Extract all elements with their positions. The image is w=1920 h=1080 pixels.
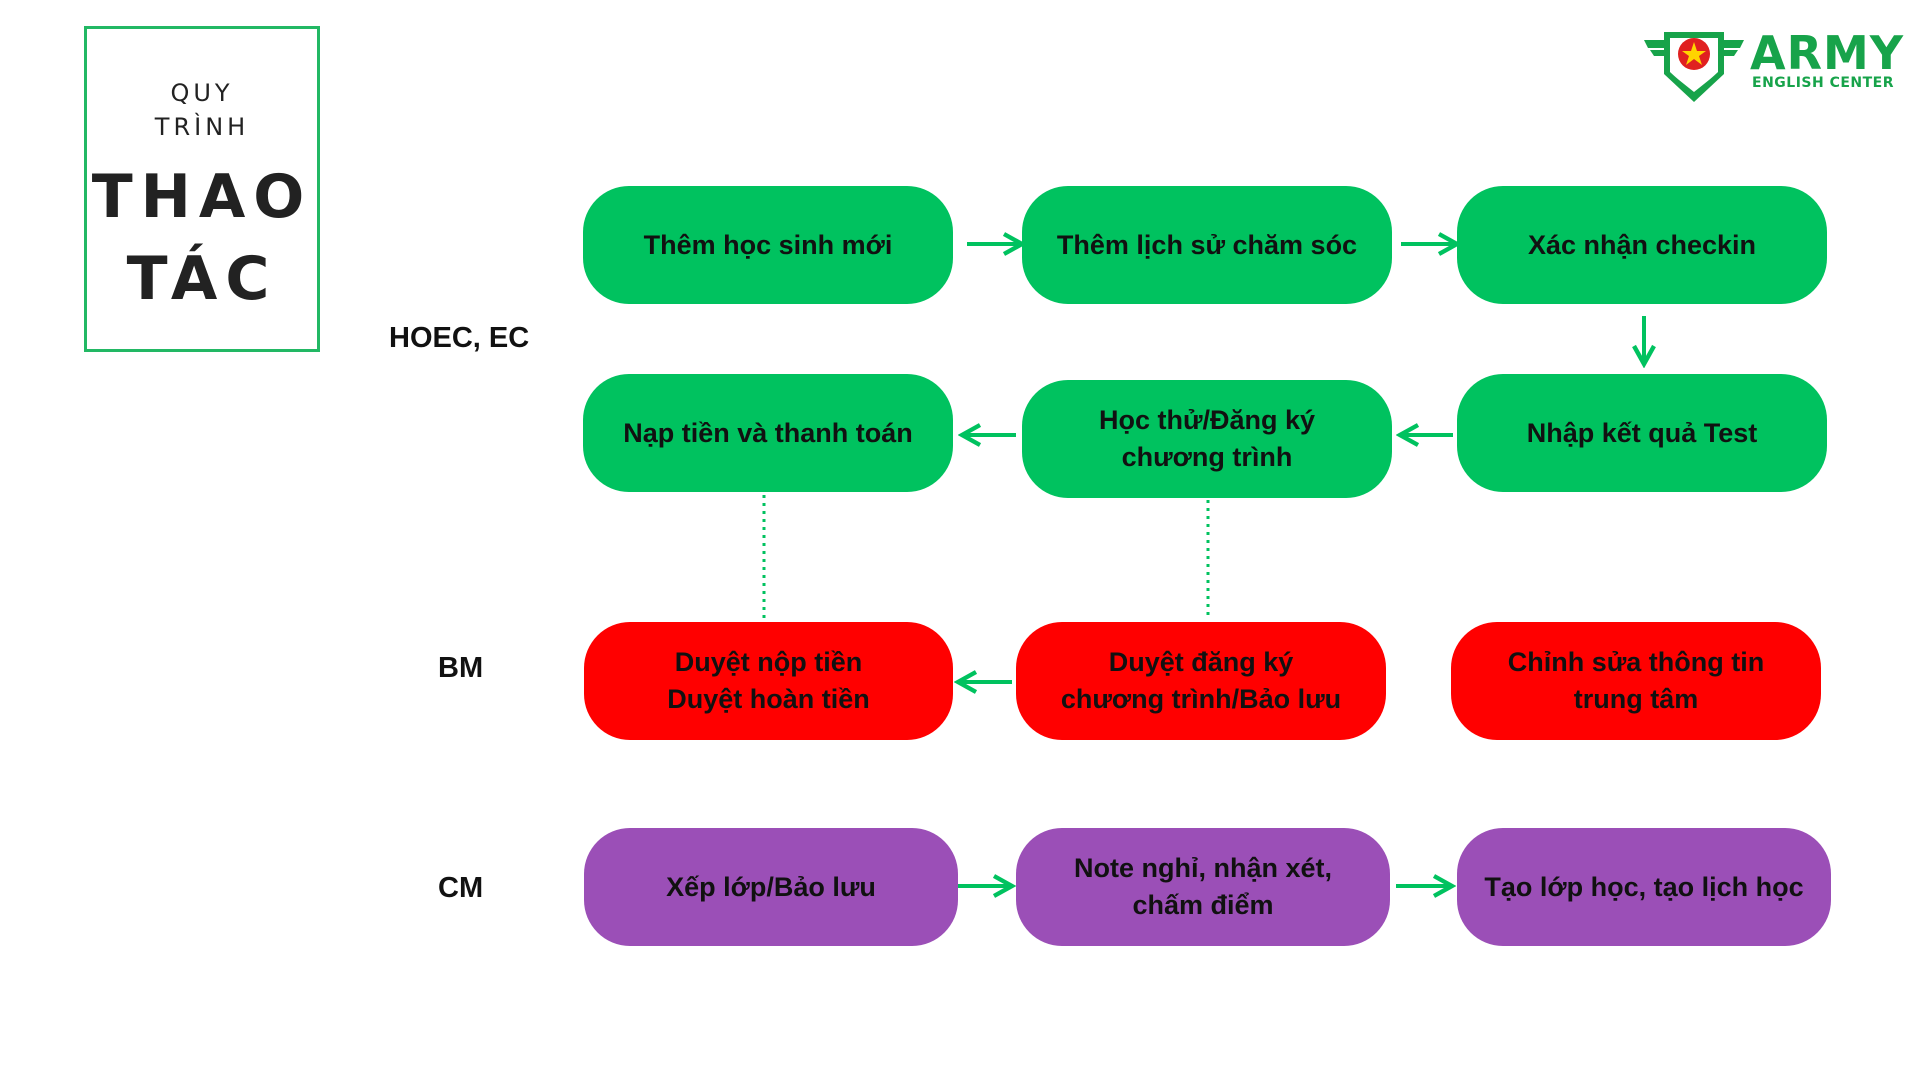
node-them-lich-su-cham-soc[interactable]: Thêm lịch sử chăm sóc [1022, 186, 1392, 304]
logo-subtitle: ENGLISH CENTER [1752, 75, 1895, 91]
node-duyet-dang-ky[interactable]: Duyệt đăng ký chương trình/Bảo lưu [1016, 622, 1386, 740]
node-duyet-nop-tien[interactable]: Duyệt nộp tiền Duyệt hoàn tiền [584, 622, 953, 740]
node-them-hoc-sinh-moi[interactable]: Thêm học sinh mới [583, 186, 953, 304]
node-xac-nhan-checkin[interactable]: Xác nhận checkin [1457, 186, 1827, 304]
node-nap-tien-thanh-toan[interactable]: Nạp tiền và thanh toán [583, 374, 953, 492]
army-logo: ARMY ENGLISH CENTER [1640, 26, 1910, 106]
node-tao-lop-hoc[interactable]: Tạo lớp học, tạo lịch học [1457, 828, 1831, 946]
node-xep-lop-bao-luu[interactable]: Xếp lớp/Bảo lưu [584, 828, 958, 946]
title-box: QUY TRÌNH THAO TÁC [84, 26, 320, 352]
node-nhap-ket-qua-test[interactable]: Nhập kết quả Test [1457, 374, 1827, 492]
row-label-hoec: HOEC, EC [389, 322, 530, 354]
title-line-4: TÁC [126, 244, 278, 314]
row-label-cm: CM [438, 872, 484, 904]
title-line-3: THAO [91, 162, 313, 232]
shield-star-icon [1644, 32, 1744, 102]
node-chinh-sua-thong-tin[interactable]: Chỉnh sửa thông tin trung tâm [1451, 622, 1821, 740]
title-line-2: TRÌNH [154, 113, 250, 141]
node-note-nghi-nhan-xet[interactable]: Note nghỉ, nhận xét, chấm điểm [1016, 828, 1390, 946]
row-label-bm: BM [438, 652, 484, 684]
title-line-1: QUY [170, 79, 234, 107]
node-hoc-thu-dang-ky[interactable]: Học thử/Đăng ký chương trình [1022, 380, 1392, 498]
logo-name: ARMY [1750, 26, 1905, 80]
